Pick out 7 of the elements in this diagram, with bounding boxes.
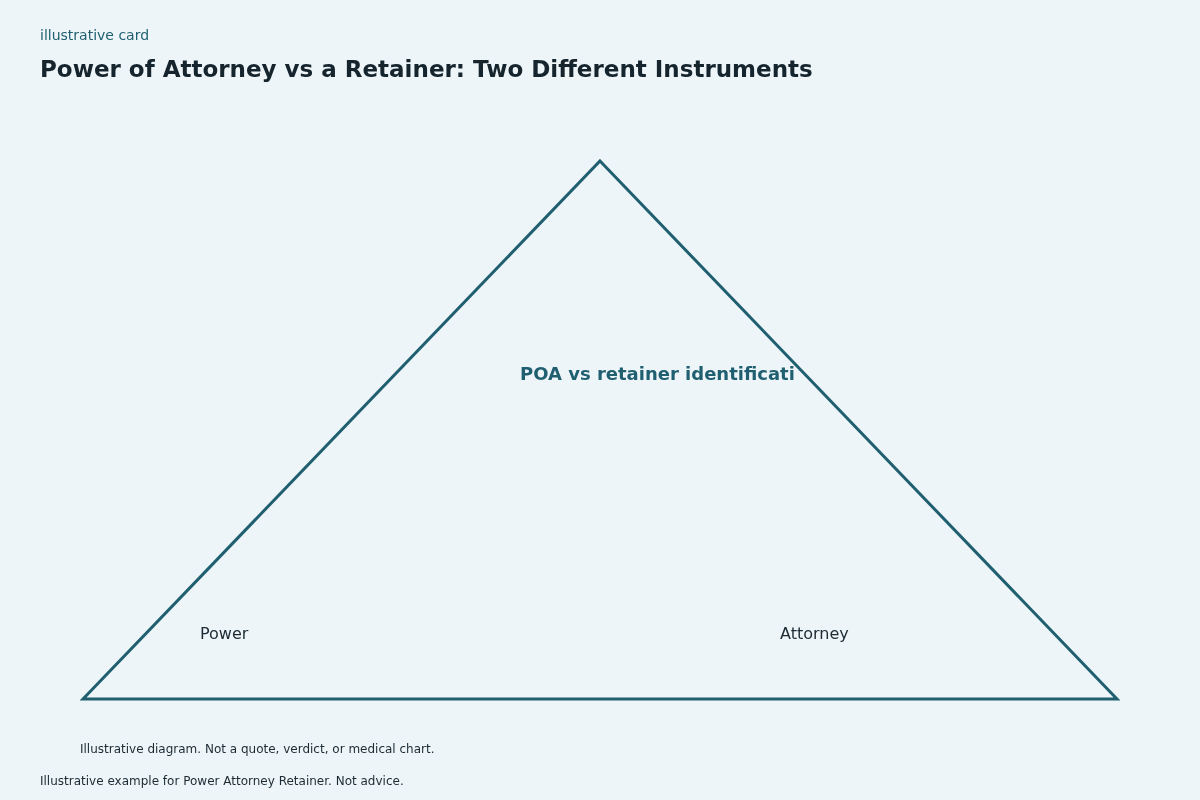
note-text: Illustrative diagram. Not a quote, verdict, or medical chart. bbox=[80, 742, 435, 756]
footer-text: Illustrative example for Power Attorney Retainer. Not advice. bbox=[40, 774, 404, 788]
diagram-title: Power of Attorney vs a Retainer: Two Different Instruments bbox=[40, 56, 813, 82]
corner-label: Power bbox=[200, 624, 249, 643]
corner-label: Attorney bbox=[780, 624, 849, 643]
subtitle-text: illustrative card bbox=[40, 27, 150, 43]
center-label: POA vs retainer identificati bbox=[520, 363, 796, 384]
